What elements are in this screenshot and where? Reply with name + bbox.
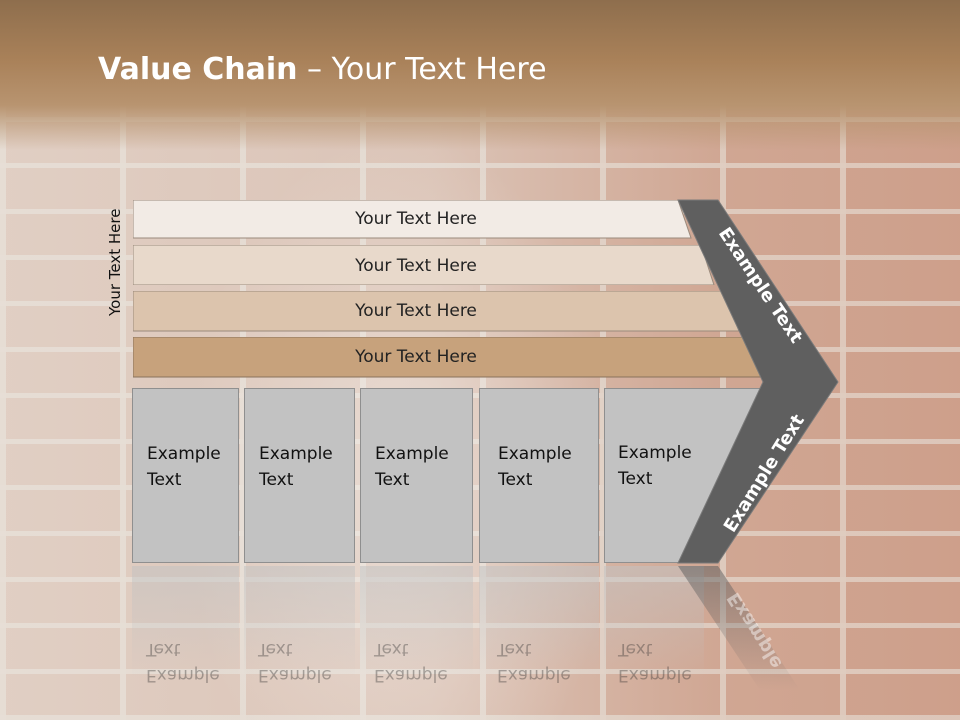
title-rest: – Your Text Here xyxy=(297,52,547,87)
band-1-label: Your Text Here xyxy=(355,209,477,229)
title-bold: Value Chain xyxy=(98,52,298,87)
slide-title[interactable]: Value Chain – Your Text Here xyxy=(98,52,547,87)
band-3-label: Your Text Here xyxy=(355,301,477,321)
band-4-label: Your Text Here xyxy=(355,347,477,367)
band-3[interactable]: Your Text Here xyxy=(133,291,741,332)
title-bar xyxy=(0,0,960,150)
band-2[interactable]: Your Text Here xyxy=(133,245,716,285)
band-2-label: Your Text Here xyxy=(355,256,477,276)
chevron-reflection xyxy=(678,566,800,690)
band-1[interactable]: Your Text Here xyxy=(133,200,693,239)
chevron-shape xyxy=(677,199,839,564)
